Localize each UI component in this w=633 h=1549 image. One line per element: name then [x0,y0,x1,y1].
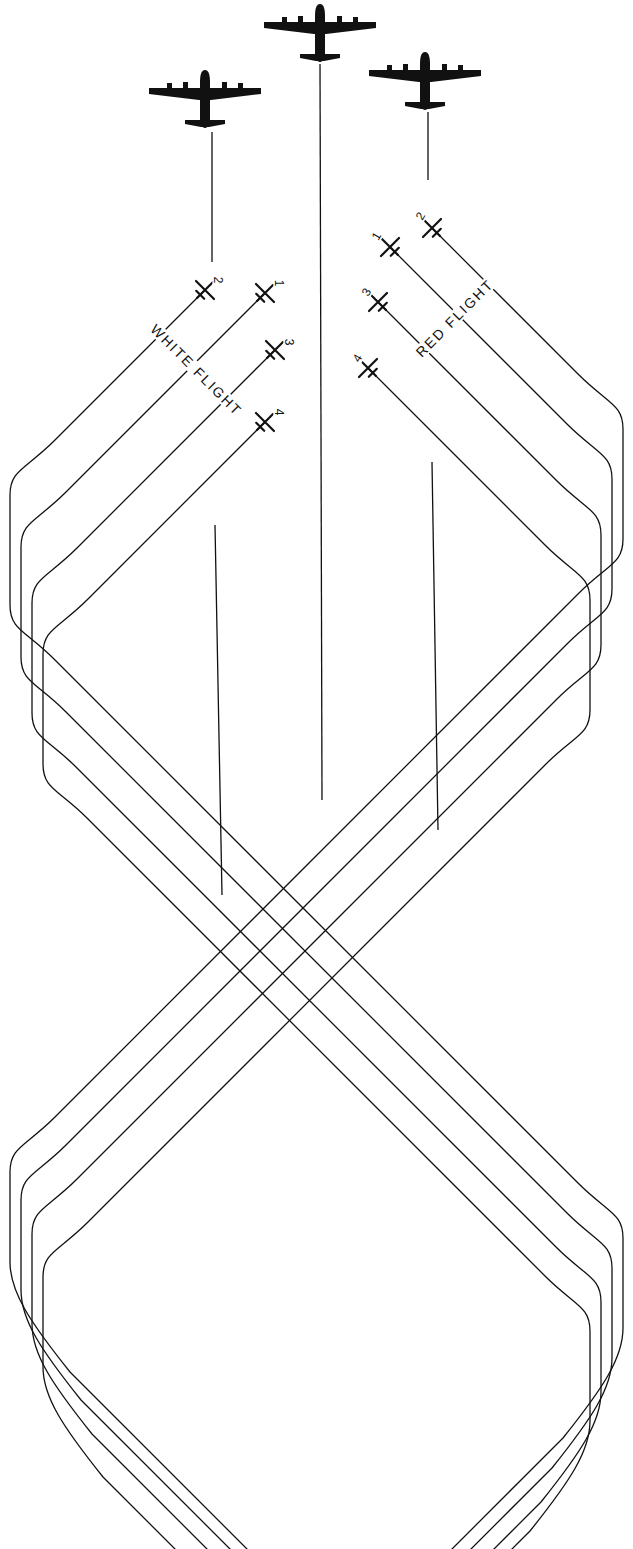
bomber [264,4,376,62]
contrail [211,132,212,262]
callout-number: 3 [283,337,295,348]
flight-track [32,302,601,1549]
flight-track [10,228,623,1549]
flight-track [43,422,590,1549]
flight-name: WHITE FLIGHT [146,320,246,420]
callout-number: 4 [273,407,285,418]
fighter-symbol [256,284,274,302]
fighter-symbol [423,219,441,237]
bomber [149,70,261,128]
bomber [369,52,481,110]
fighter-symbol [266,341,284,359]
contrail [320,64,322,800]
callout-number: 1 [273,278,285,289]
fighter-symbol [256,413,274,431]
flight-track [43,368,590,1549]
contrail [215,525,222,895]
fighter-symbol [196,281,214,299]
flight-track [10,290,623,1549]
flight-track [32,350,601,1549]
callout-number: 1 [368,228,384,243]
flight-track [21,293,612,1549]
fighter-symbol [369,293,387,311]
flight-name: RED FLIGHT [412,275,498,361]
contrail [427,112,428,180]
callout-number: 2 [212,275,224,286]
callout-number: 3 [358,284,374,299]
flight-track [21,247,612,1549]
fighter-symbol [381,238,399,256]
